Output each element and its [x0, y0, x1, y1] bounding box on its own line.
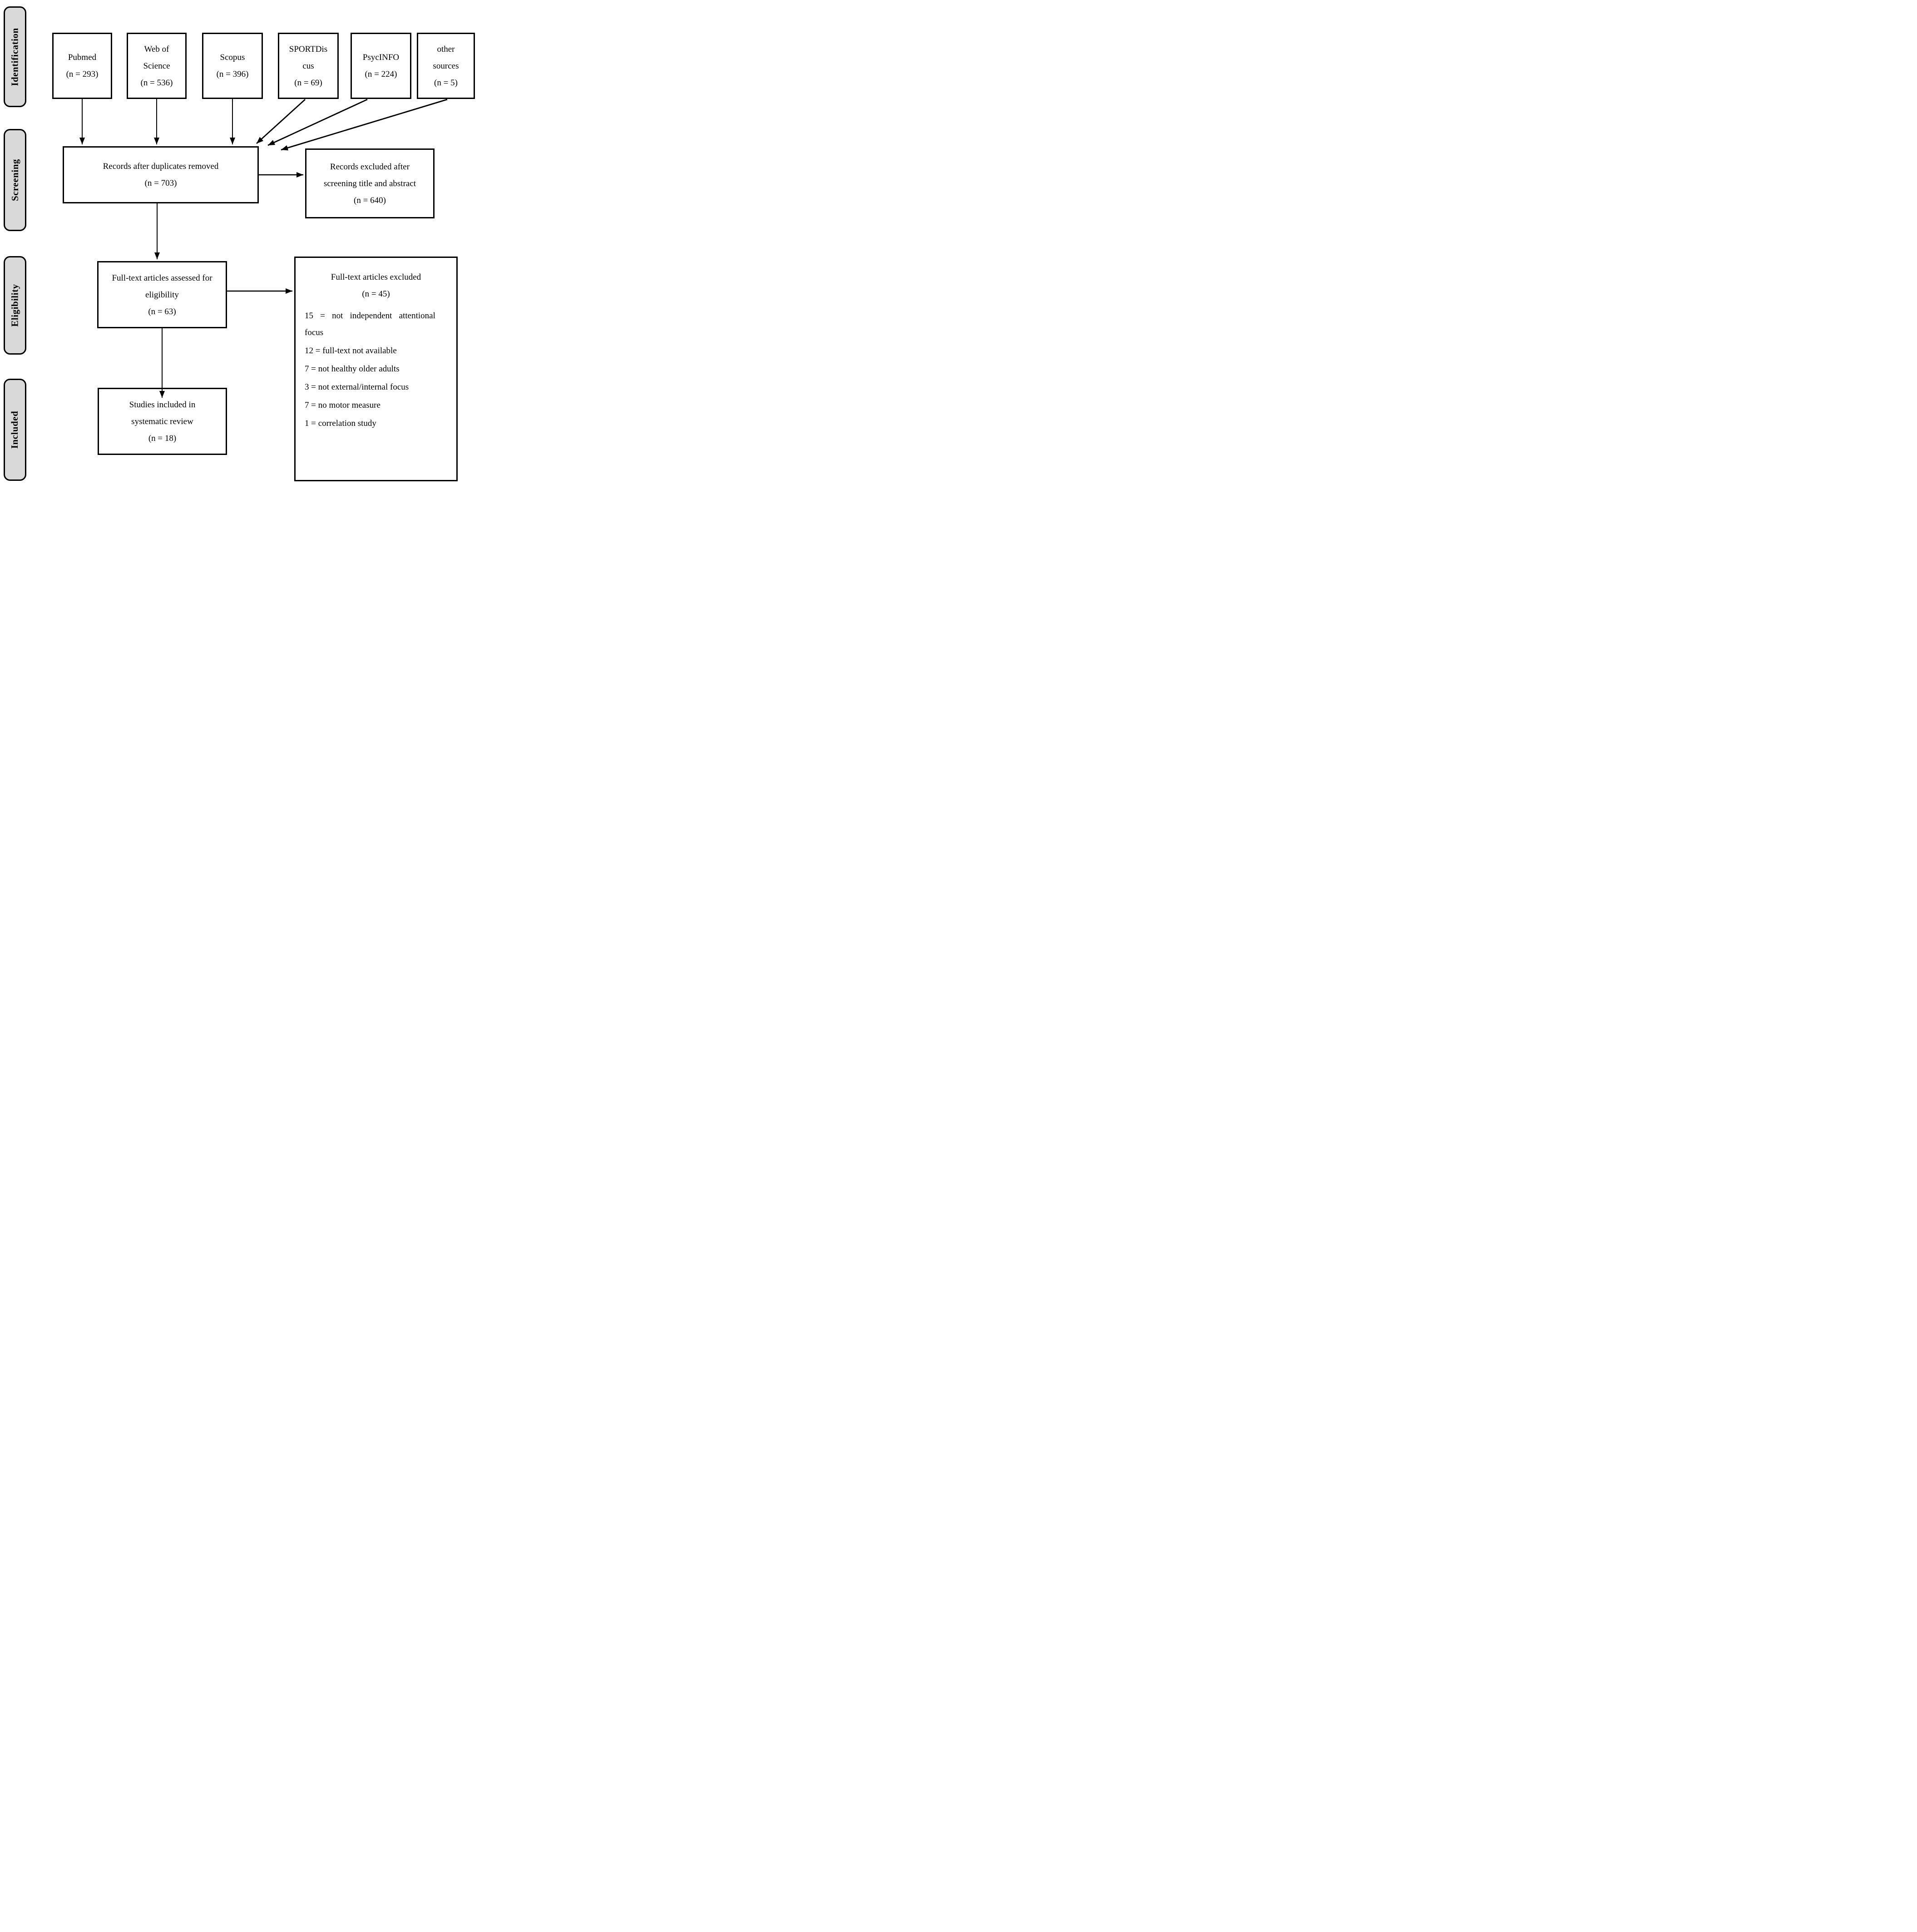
source-box-web-of-science: Web of Science (n = 536)	[127, 33, 187, 99]
arrow-psycinfo-to-records	[267, 99, 368, 146]
stage-label-screening-text: Screening	[9, 159, 20, 201]
exclusion-reason: 7 = no motor measure	[305, 400, 380, 410]
exclusion-reason: 1 = correlation study	[305, 419, 376, 428]
arrow-other-sources-to-records	[281, 99, 448, 151]
source-box-other-sources: other sources (n = 5)	[417, 33, 475, 99]
box-records-excluded: Records excluded after screening title a…	[305, 148, 435, 218]
stage-label-included: Included	[4, 379, 26, 481]
source-box-pubmed: Pubmed (n = 293)	[52, 33, 112, 99]
box-records-after-duplicates: Records after duplicates removed (n = 70…	[63, 146, 259, 203]
prisma-flow-diagram: Identification Screening Eligibility Inc…	[0, 0, 479, 483]
fulltext-excluded-title: Full-text articles excluded (n = 45)	[331, 272, 421, 299]
stage-label-identification: Identification	[4, 6, 26, 107]
source-box-scopus: Scopus (n = 396)	[202, 33, 263, 99]
stage-label-eligibility-text: Eligibility	[9, 284, 20, 327]
exclusion-reason: 3 = not external/internal focus	[305, 382, 409, 392]
source-box-sportdiscus: SPORTDis cus (n = 69)	[278, 33, 339, 99]
exclusion-reason: 12 = full-text not available	[305, 346, 397, 356]
stage-label-eligibility: Eligibility	[4, 256, 26, 355]
box-fulltext-excluded: Full-text articles excluded (n = 45) 15 …	[294, 257, 458, 481]
box-studies-included: Studies included in systematic review (n…	[98, 388, 227, 455]
stage-label-screening: Screening	[4, 129, 26, 231]
exclusion-reason: 15 = not independent attentional focus	[305, 311, 435, 337]
exclusion-reason: 7 = not healthy older adults	[305, 364, 400, 374]
box-fulltext-assessed: Full-text articles assessed for eligibil…	[97, 261, 227, 328]
source-box-psycinfo: PsycINFO (n = 224)	[351, 33, 411, 99]
arrow-sportdiscus-to-records	[256, 99, 306, 144]
stage-label-included-text: Included	[9, 410, 20, 449]
stage-label-identification-text: Identification	[9, 27, 20, 86]
